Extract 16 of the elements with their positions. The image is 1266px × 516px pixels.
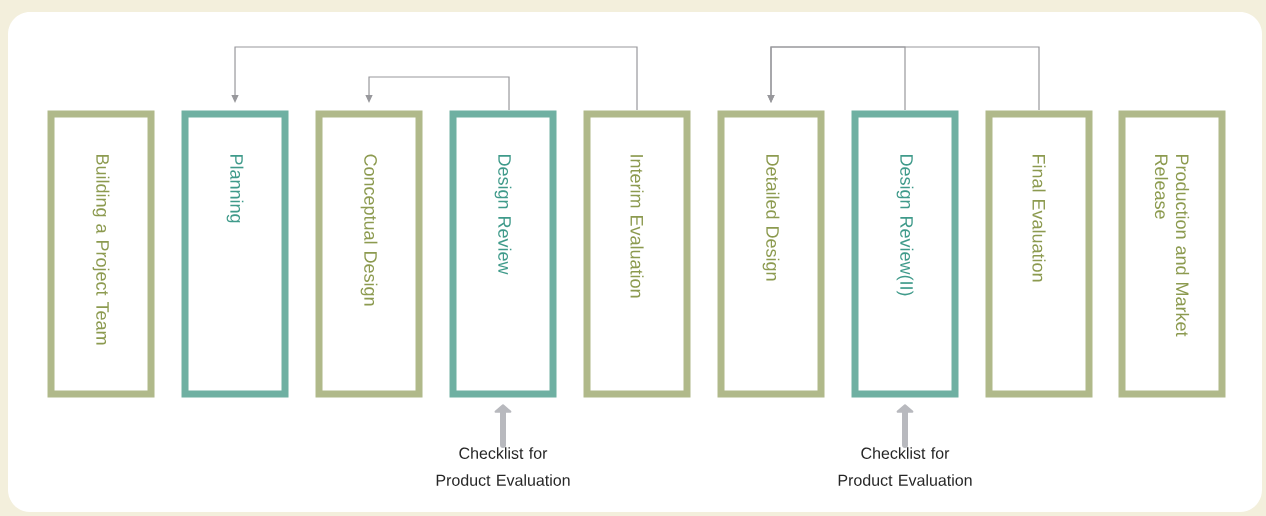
process-box: Interim Evaluation: [583, 110, 691, 398]
arrow: [767, 46, 1040, 111]
process-box: Building a Project Team: [47, 110, 155, 398]
arrow: [896, 404, 914, 448]
note-text: Checklist for Product Evaluation: [436, 447, 570, 486]
process-box: Design Review: [449, 110, 557, 398]
arrow: [365, 76, 510, 111]
process-box: Conceptual Design: [315, 110, 423, 398]
process-box: Detailed Design: [717, 110, 825, 398]
arrow: [494, 404, 512, 448]
process-box: Production and Market Release: [1118, 110, 1226, 398]
process-box: Design Review(II): [851, 110, 959, 398]
note-text: Checklist for Product Evaluation: [838, 447, 972, 486]
process-box: Final Evaluation: [985, 110, 1093, 398]
process-box: Planning: [181, 110, 289, 398]
arrow: [231, 46, 638, 111]
